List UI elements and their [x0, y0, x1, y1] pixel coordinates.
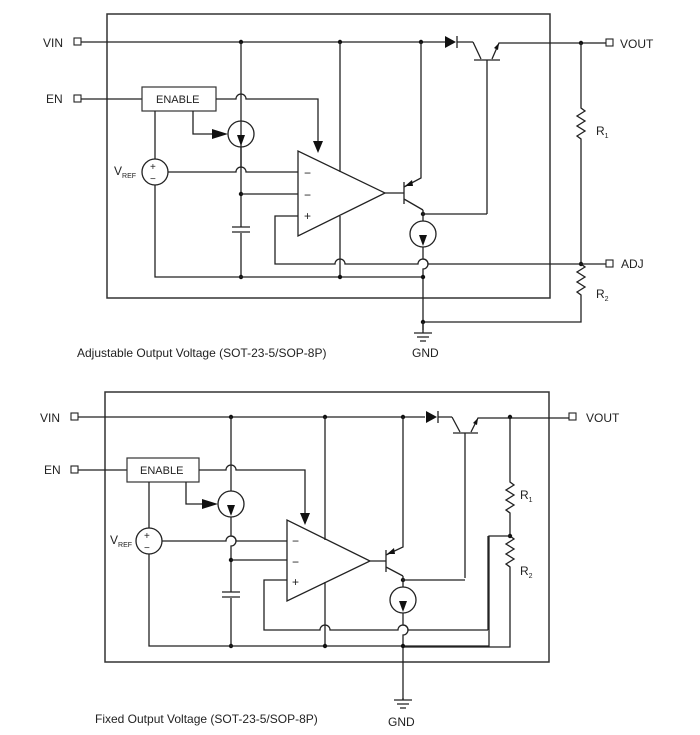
svg-text:−: − [292, 534, 299, 548]
vref-to-amp-wire [168, 166, 298, 173]
adj-pin [605, 259, 614, 268]
arrow-icon [399, 601, 407, 612]
minus-sign: − [144, 543, 150, 554]
caption-fixed: Fixed Output Voltage (SOT-23-5/SOP-8P) [95, 712, 318, 726]
ground-icon [414, 322, 432, 342]
pass-transistor-icon [472, 41, 590, 214]
junction [322, 643, 328, 649]
capacitor-icon [230, 226, 252, 233]
arrow-icon [419, 235, 427, 246]
enable-to-source-wire [185, 482, 203, 505]
resistor-divider [423, 43, 587, 323]
enable-to-source-wire [192, 111, 213, 135]
adj-label: ADJ [621, 257, 644, 271]
arrow-icon [202, 499, 218, 509]
junction [420, 274, 426, 280]
svg-text:+: + [304, 209, 311, 223]
capacitor-icon [220, 591, 242, 598]
vref-label: VREF [114, 164, 136, 180]
adjustable-diagram: VIN VOUT R1 R2 ADJ EN ENABLE [43, 13, 654, 360]
junction [400, 643, 406, 649]
driver-transistor-icon [370, 417, 404, 577]
svg-text:−: − [292, 555, 299, 569]
vin-label: VIN [40, 411, 60, 425]
vin-pin [73, 37, 82, 46]
pass-transistor-icon [451, 416, 569, 578]
wire [422, 247, 429, 330]
ground-bus [154, 185, 423, 278]
r2-label: R2 [520, 564, 533, 580]
error-amplifier-icon: − − + [286, 518, 372, 603]
arrow-icon [300, 513, 310, 525]
enable-label: ENABLE [140, 465, 183, 477]
r1-label: R1 [596, 124, 609, 140]
ground-bus [148, 535, 510, 647]
gnd-label: GND [412, 346, 439, 360]
vout-pin [605, 38, 614, 47]
vin-pin [70, 412, 79, 421]
enable-label: ENABLE [156, 94, 199, 106]
feedback-wire [274, 215, 581, 265]
en-label: EN [46, 92, 63, 106]
vref-to-amp-wire [162, 535, 287, 542]
vout-label: VOUT [620, 37, 654, 51]
r1-label: R1 [520, 488, 533, 504]
resistor-divider [403, 417, 516, 648]
arrow-icon [313, 141, 323, 153]
wire [402, 576, 465, 587]
vin-label: VIN [43, 36, 63, 50]
en-label: EN [44, 463, 61, 477]
vout-pin [568, 412, 577, 421]
diode-icon [445, 36, 473, 48]
enable-to-amp-wire [216, 93, 319, 141]
wire [422, 210, 487, 221]
ground-icon [394, 698, 412, 709]
plus-sign: + [144, 531, 150, 542]
arrow-icon [212, 129, 228, 139]
plus-sign: + [150, 162, 156, 173]
svg-text:+: + [292, 575, 299, 589]
ic-outline [106, 13, 551, 299]
svg-text:−: − [304, 188, 311, 202]
driver-transistor-icon [385, 42, 424, 211]
caption-adjustable: Adjustable Output Voltage (SOT-23-5/SOP-… [77, 346, 326, 360]
junction [337, 274, 343, 280]
vref-label: VREF [110, 533, 132, 549]
wire [402, 613, 409, 700]
fixed-diagram: VIN VOUT R1 R2 EN ENABLE [40, 391, 620, 729]
en-pin [70, 465, 79, 474]
diode-icon [426, 411, 452, 423]
svg-text:−: − [304, 166, 311, 180]
arrow-icon [227, 505, 235, 516]
enable-to-amp-wire [199, 464, 306, 513]
gnd-label: GND [388, 715, 415, 729]
minus-sign: − [150, 174, 156, 185]
en-pin [73, 94, 82, 103]
r2-label: R2 [596, 287, 609, 303]
vout-label: VOUT [586, 411, 620, 425]
error-amplifier-icon: − − + [297, 149, 387, 238]
ic-outline [104, 391, 550, 663]
arrow-icon [237, 135, 245, 146]
